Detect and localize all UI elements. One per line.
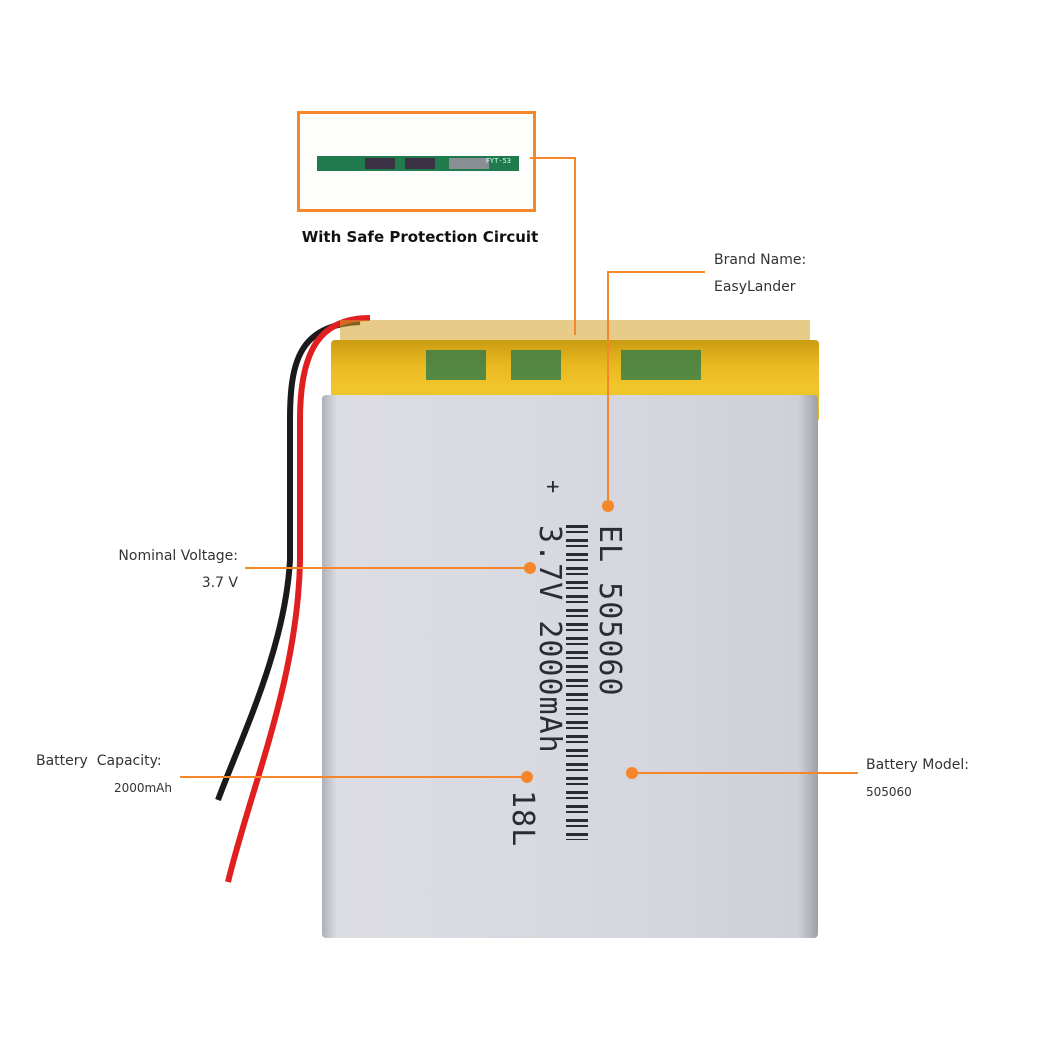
model-value: 505060	[866, 785, 912, 799]
voltage-label: Nominal Voltage:	[118, 548, 238, 564]
voltage-value: 3.7 V	[201, 575, 238, 591]
pcb-image: FYT-53	[317, 156, 519, 171]
model-callout-line	[632, 772, 858, 774]
brand-value: EasyLander	[714, 279, 796, 295]
black-wire	[215, 319, 361, 802]
battery-print-lot: 18L	[505, 790, 540, 848]
model-callout-dot	[626, 767, 638, 779]
capacity-value: 2000mAh	[113, 781, 172, 795]
capacity-callout-line	[180, 776, 525, 778]
voltage-callout: Nominal Voltage: 3.7 V	[60, 543, 238, 597]
pcb-callout-line	[530, 157, 575, 159]
battery-print-spec: 3.7V 2000mAh	[532, 525, 567, 754]
inset-caption: With Safe Protection Circuit	[301, 228, 539, 246]
battery-barcode	[566, 525, 588, 840]
voltage-callout-dot	[524, 562, 536, 574]
battery-plus-mark: +	[540, 480, 565, 495]
capacity-callout-dot	[521, 771, 533, 783]
capacity-callout: Battery Capacity: 2000mAh	[36, 748, 172, 802]
protection-circuit-inset: FYT-53	[297, 111, 536, 212]
model-label: Battery Model:	[866, 757, 970, 773]
pcb-callout-line-v	[574, 157, 576, 335]
brand-callout: Brand Name: EasyLander	[714, 247, 806, 301]
brand-callout-line-v	[607, 271, 609, 505]
brand-callout-line	[607, 271, 705, 273]
battery-print-model: EL 505060	[592, 525, 627, 697]
pcb-marking: FYT-53	[485, 157, 511, 165]
brand-callout-dot	[602, 500, 614, 512]
capacity-label: Battery Capacity:	[36, 753, 162, 769]
model-callout: Battery Model: 505060	[866, 752, 969, 806]
red-wire	[225, 315, 371, 883]
voltage-callout-line	[245, 567, 530, 569]
brand-label: Brand Name:	[714, 252, 807, 268]
